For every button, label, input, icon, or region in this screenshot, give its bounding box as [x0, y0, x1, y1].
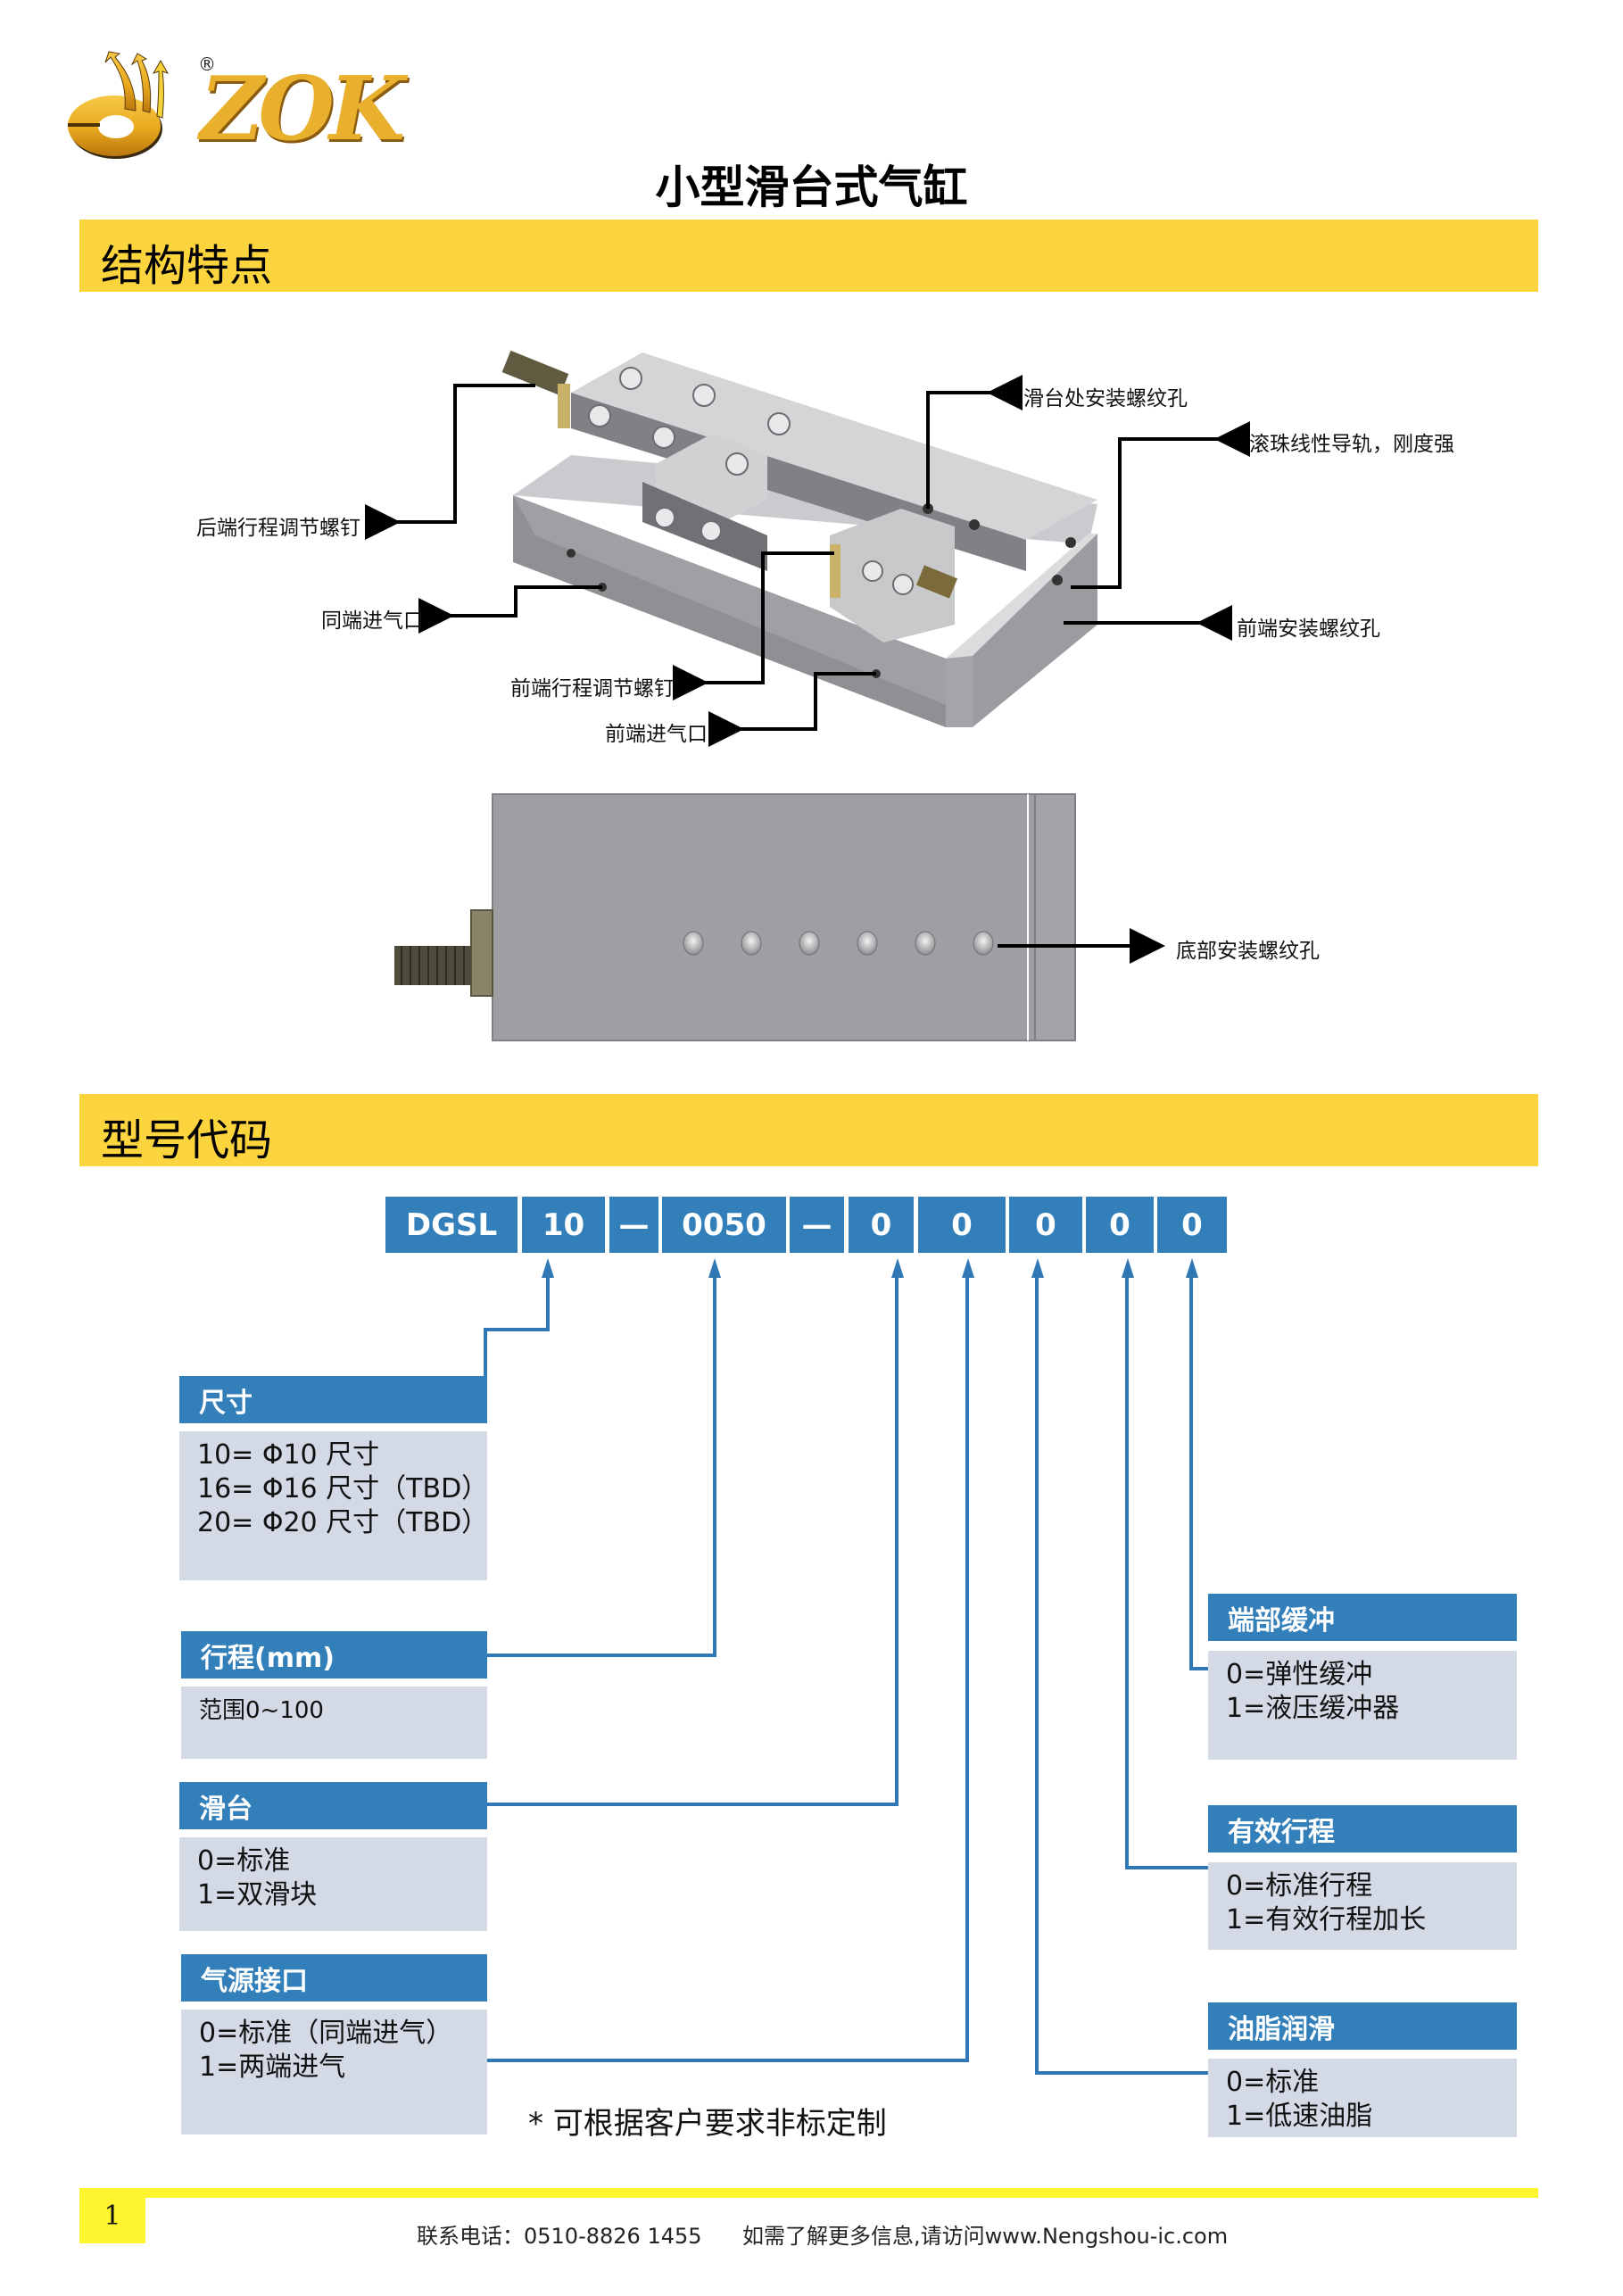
section-header-structure: 结构特点: [79, 220, 1538, 292]
option-air-port-body: 0=标准（同端进气） 1=两端进气: [181, 2010, 487, 2134]
option-line: 1=低速油脂: [1226, 2101, 1373, 2132]
label-front-stroke-screw: 前端行程调节螺钉: [510, 677, 675, 700]
label-front-mount-holes: 前端安装螺纹孔: [1237, 618, 1380, 641]
option-stroke-header: 行程(mm): [181, 1631, 487, 1678]
footer-divider: [79, 2188, 1538, 2198]
rear-adjust-screw: [501, 350, 570, 428]
label-front-inlet: 前端进气口: [605, 723, 708, 746]
option-line: 0=弹性缓冲: [1226, 1659, 1373, 1690]
footer-website-link[interactable]: 如需了解更多信息,请访问www.Nengshou-ic.com: [742, 2224, 1229, 2249]
code-separator: —: [790, 1197, 844, 1253]
option-size-header: 尺寸: [179, 1376, 487, 1423]
bottom-mount-holes: [683, 931, 994, 956]
code-segment-grease: 0: [1009, 1197, 1082, 1253]
code-separator: —: [609, 1197, 658, 1253]
label-bottom-mount-holes: 底部安装螺纹孔: [1176, 940, 1320, 963]
option-line: 1=双滑块: [197, 1879, 318, 1911]
option-size-body: 10= Φ10 尺寸 16= Φ16 尺寸（TBD） 20= Φ20 尺寸（TB…: [179, 1431, 489, 1580]
custom-order-note: * 可根据客户要求非标定制: [528, 2106, 887, 2142]
code-segment-air-port: 0: [918, 1197, 1006, 1253]
option-effective-stroke-header: 有效行程: [1208, 1805, 1517, 1853]
option-line: 0=标准（同端进气）: [199, 2018, 453, 2049]
footer-phone: 联系电话：0510-8826 1455: [417, 2224, 702, 2249]
front-adjust-screw: [830, 544, 958, 599]
lock-nut: [470, 909, 493, 997]
option-grease-body: 0=标准 1=低速油脂: [1208, 2059, 1517, 2137]
zok-logo: ® ZOK: [64, 46, 405, 162]
thread-lines: [401, 946, 465, 985]
registered-mark: ®: [198, 54, 216, 75]
code-segment-size: 10: [522, 1197, 605, 1253]
option-grease-header: 油脂润滑: [1208, 2002, 1517, 2050]
cylinder-isometric-diagram: [365, 350, 1250, 747]
option-line: 10= Φ10 尺寸: [197, 1439, 380, 1471]
section-title: 型号代码: [101, 1115, 273, 1165]
option-line: 20= Φ20 尺寸（TBD）: [197, 1507, 489, 1538]
option-line: 1=有效行程加长: [1226, 1904, 1427, 1935]
cylinder-bottom-view: [394, 793, 1165, 1041]
option-line: 16= Φ16 尺寸（TBD）: [197, 1473, 489, 1504]
option-slide-header: 滑台: [179, 1782, 487, 1829]
label-slide-mount-holes: 滑台处安装螺纹孔: [1023, 387, 1188, 410]
option-line: 1=液压缓冲器: [1226, 1693, 1400, 1724]
option-end-buffer-body: 0=弹性缓冲 1=液压缓冲器: [1208, 1651, 1517, 1760]
option-line: 0=标准: [1226, 2067, 1320, 2098]
option-line: 0=标准: [197, 1845, 291, 1877]
code-segment-effective-stroke: 0: [1086, 1197, 1154, 1253]
section-title: 结构特点: [101, 241, 273, 291]
logo-wordmark: ZOK: [200, 58, 405, 161]
code-segment-end-buffer: 0: [1157, 1197, 1227, 1253]
label-rear-stroke-screw: 后端行程调节螺钉: [196, 517, 360, 540]
option-line: 0=标准行程: [1226, 1870, 1373, 1902]
option-end-buffer-header: 端部缓冲: [1208, 1594, 1517, 1641]
leader-lines: [365, 375, 1250, 747]
top-screws: [588, 367, 914, 595]
code-segment-stroke: 0050: [662, 1197, 786, 1253]
page-title: 小型滑台式气缸: [655, 162, 968, 213]
label-same-side-inlet: 同端进气口: [321, 609, 424, 633]
option-slide-body: 0=标准 1=双滑块: [179, 1837, 487, 1931]
option-stroke-body: 范围0~100: [181, 1687, 487, 1759]
option-line: 范围0~100: [199, 1697, 324, 1724]
end-plate: [1034, 793, 1076, 1041]
code-segment-series: DGSL: [385, 1197, 518, 1253]
ok-hand-logo-icon: [68, 51, 170, 159]
page-number: 1: [79, 2188, 145, 2243]
label-ball-linear-guide: 滚珠线性导轨，刚度强: [1249, 433, 1454, 456]
threaded-screw: [394, 946, 471, 985]
option-line: 1=两端进气: [199, 2051, 346, 2083]
option-effective-stroke-body: 0=标准行程 1=有效行程加长: [1208, 1862, 1517, 1950]
bottom-plate: [492, 793, 1036, 1041]
code-segment-slide: 0: [849, 1197, 914, 1253]
option-air-port-header: 气源接口: [181, 1954, 487, 2002]
section-header-model-code: 型号代码: [79, 1094, 1538, 1166]
